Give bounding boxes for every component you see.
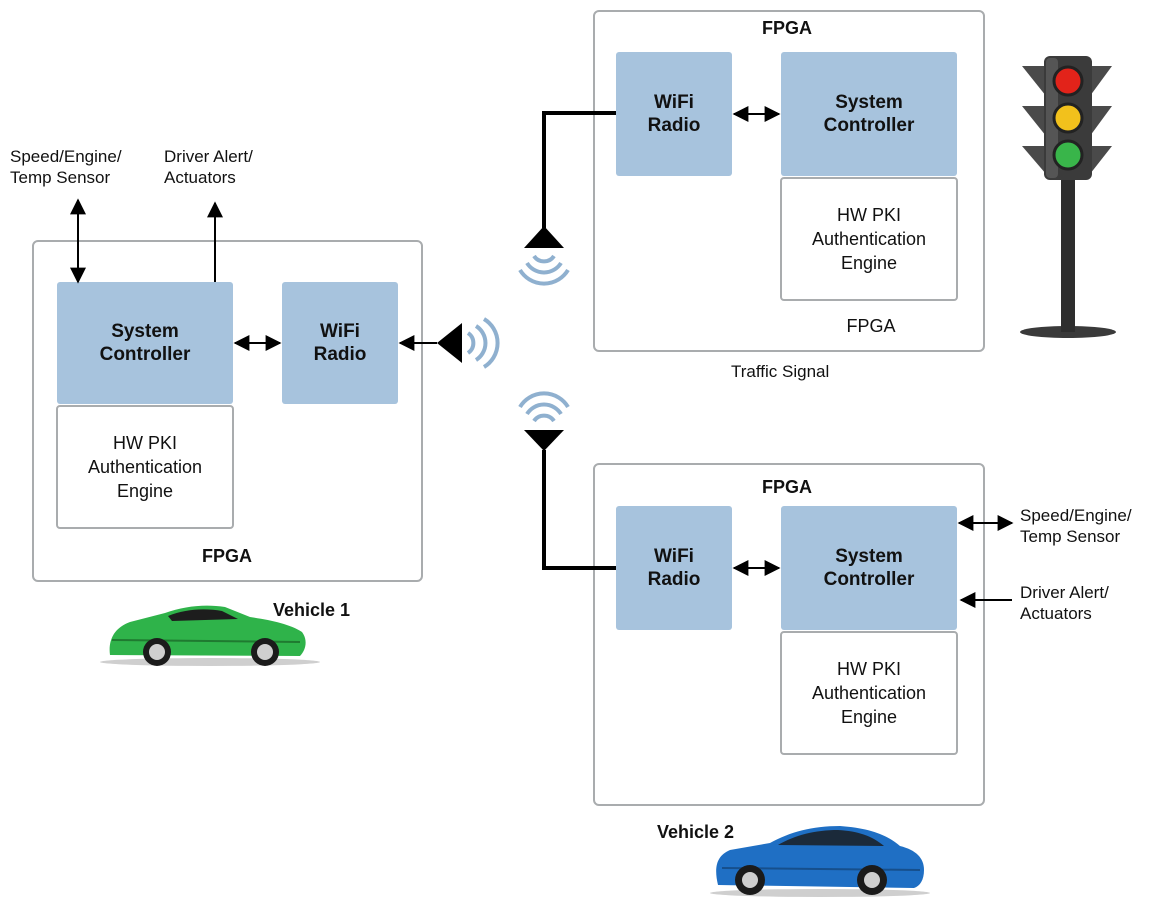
traffic-signal-system-controller: System Controller (781, 52, 957, 176)
traffic-signal-system-controller-label: System Controller (823, 92, 915, 136)
vehicle1-wifi-radio-label: WiFi Radio (313, 321, 367, 365)
vehicle1-hw-pki-label: HW PKI Authentication Engine (87, 433, 203, 501)
vehicle2-actuator-label: Driver Alert/ Actuators (1020, 583, 1109, 623)
vehicle2-antenna-icon (518, 391, 570, 451)
vehicle1-car-icon (100, 605, 320, 666)
vehicle2-system-controller-label: System Controller (823, 546, 915, 590)
vehicle1-name: Vehicle 1 (273, 600, 351, 620)
traffic-light-icon (1020, 56, 1116, 338)
green-light (1052, 139, 1084, 171)
yellow-light (1052, 102, 1084, 134)
traffic-signal-caption: Traffic Signal (731, 362, 830, 381)
vehicle1-antenna-icon (437, 317, 500, 369)
vehicle1-sensor-label: Speed/Engine/ Temp Sensor (10, 147, 122, 187)
traffic-signal-fpga-top-label: FPGA (761, 18, 812, 38)
traffic-signal-antenna-cable (542, 111, 616, 228)
vehicle2-wifi-radio: WiFi Radio (616, 506, 732, 630)
traffic-signal-wifi-radio: WiFi Radio (616, 52, 732, 176)
vehicle2-system-controller: System Controller (781, 506, 957, 630)
traffic-signal-hw-pki-engine: HW PKI Authentication Engine (780, 177, 958, 301)
vehicle1-system-controller-label: System Controller (99, 321, 191, 365)
vehicle1-fpga-label: FPGA (201, 546, 252, 566)
vehicle2-wifi-radio-label: WiFi Radio (647, 546, 701, 590)
vehicle2-hw-pki-engine: HW PKI Authentication Engine (780, 631, 958, 755)
vehicle1-system-controller: System Controller (57, 282, 233, 404)
vehicle1-actuator-label: Driver Alert/ Actuators (164, 147, 253, 187)
vehicle2-antenna-cable (542, 450, 616, 570)
red-light (1052, 65, 1084, 97)
vehicle2-car-icon (710, 826, 930, 897)
vehicle2-fpga-label: FPGA (761, 477, 812, 497)
traffic-signal-wifi-radio-label: WiFi Radio (647, 92, 701, 136)
vehicle2-hw-pki-label: HW PKI Authentication Engine (811, 659, 927, 727)
traffic-signal-antenna-icon (518, 226, 570, 286)
traffic-signal-hw-pki-label: HW PKI Authentication Engine (811, 205, 927, 273)
vehicle1-wifi-radio: WiFi Radio (282, 282, 398, 404)
vehicle2-name: Vehicle 2 (657, 822, 735, 842)
vehicle2-sensor-label: Speed/Engine/ Temp Sensor (1020, 506, 1132, 546)
traffic-signal-fpga-bottom-label: FPGA (846, 316, 896, 336)
vehicle1-hw-pki-engine: HW PKI Authentication Engine (56, 405, 234, 529)
